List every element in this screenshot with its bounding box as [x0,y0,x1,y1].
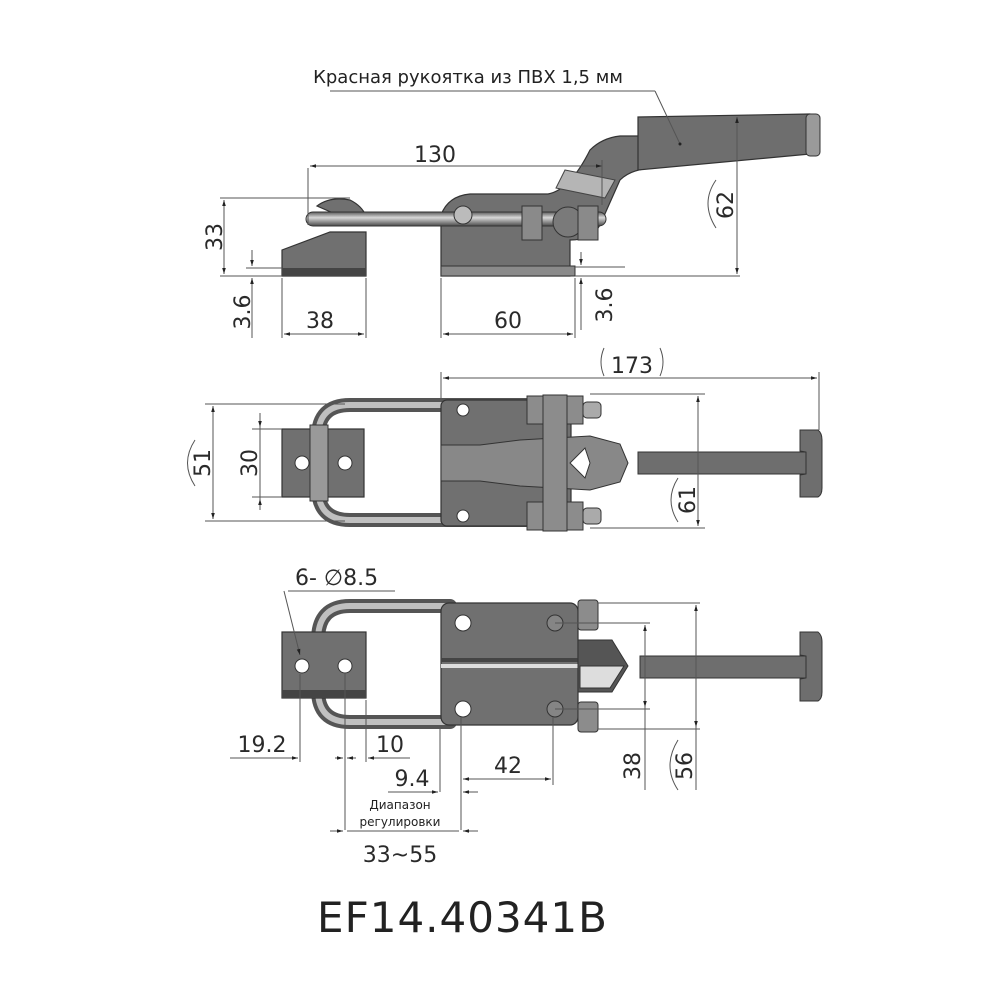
dim-38: 38 [306,309,334,334]
handle-tee [799,429,823,498]
nut-right [577,205,599,241]
dim-173: 173 [611,354,653,379]
side-view: 130 33 3.6 38 60 3.6 62 Красная рукоятка… [203,67,821,338]
handle-band [555,169,616,199]
dim-3-6-left: 3.6 [231,295,256,330]
dim-56: 56 [673,752,698,780]
dim-3-6-right: 3.6 [593,288,618,323]
dim-38: 38 [621,752,646,780]
dim-51: 51 [191,449,216,477]
base-body [440,135,651,277]
mount-hole-1 [294,658,310,674]
mount-hole-4 [454,700,472,718]
base-plate [440,265,576,277]
dim-19-2: 19.2 [238,733,287,758]
handle-grip [637,113,819,171]
dim-10: 10 [376,733,404,758]
linkage [440,435,629,491]
mount-hole-3 [454,614,472,632]
handle-material-callout: Красная рукоятка из ПВХ 1,5 мм [313,67,623,88]
dim-60: 60 [494,309,522,334]
pivot-block [542,394,568,532]
hook-hole-2 [337,455,353,471]
range-label-2: регулировки [360,815,441,829]
pivot-pin [453,205,473,225]
dim-62: 62 [714,191,739,219]
bottom-view: 6- ∅8.5 19.2 10 9.4 42 Диапазон регулиро… [230,566,823,868]
handle-bottom [639,655,811,679]
range-label-1: Диапазон [369,798,430,812]
handle-top [637,451,814,475]
hook-base-strip [282,268,366,276]
dim-range: 33~55 [363,843,437,868]
dim-61: 61 [676,486,701,514]
dim-30: 30 [238,449,263,477]
dim-130: 130 [414,143,456,168]
dim-9-4: 9.4 [395,767,430,792]
hook-hole-1 [294,455,310,471]
part-number: EF14.40341B [317,893,608,942]
dim-42: 42 [494,754,522,779]
nut-left [521,205,543,241]
hole-callout: 6- ∅8.5 [295,566,378,591]
top-view: 173 51 30 61 [187,347,823,532]
mount-hole-2 [337,658,353,674]
dim-33: 33 [203,223,228,251]
handle-end-cap [805,113,821,157]
u-rod-bend [309,424,329,502]
